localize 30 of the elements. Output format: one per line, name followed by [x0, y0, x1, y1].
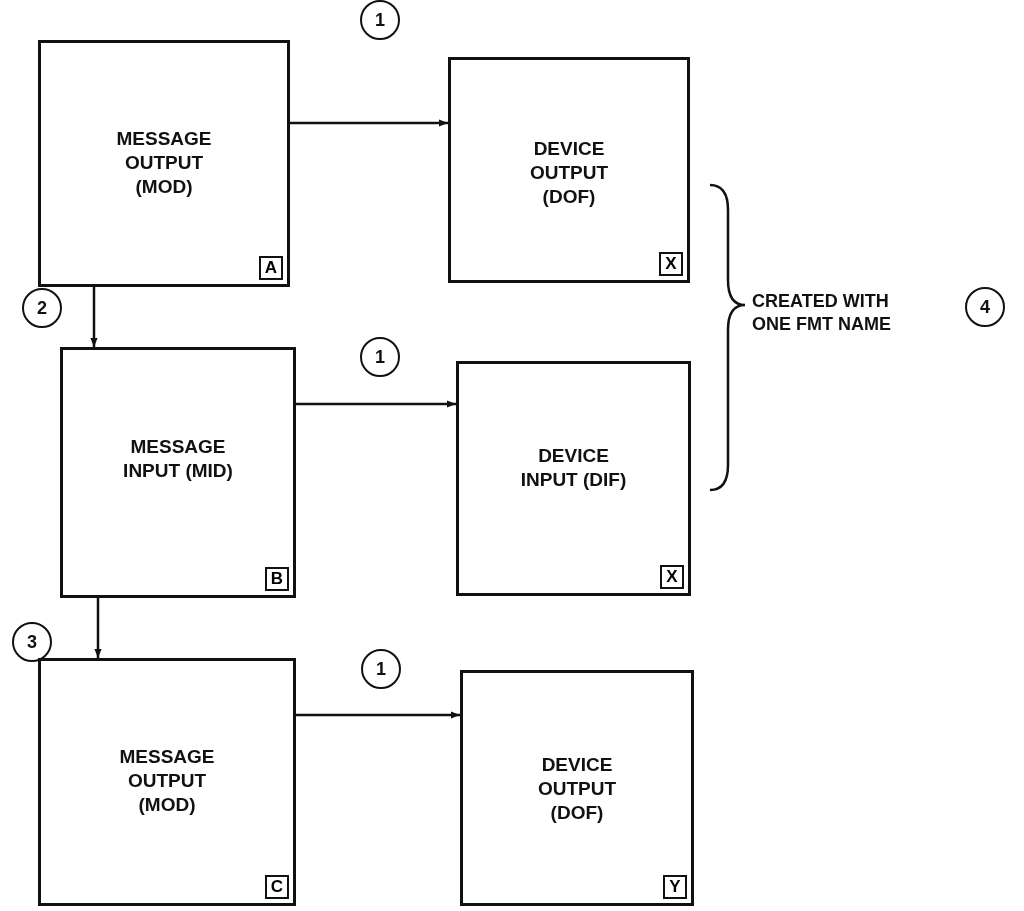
- box-label: MESSAGE OUTPUT (MOD): [118, 745, 216, 817]
- process-box: [60, 347, 296, 598]
- callout-number: 1: [360, 337, 400, 377]
- box-label: DEVICE OUTPUT (DOF): [536, 753, 618, 825]
- corner-tag: A: [259, 256, 283, 280]
- callout-number: 1: [360, 0, 400, 40]
- callout-number: 2: [22, 288, 62, 328]
- callout-number: 4: [965, 287, 1005, 327]
- callout-number: 3: [12, 622, 52, 662]
- process-box: [460, 670, 694, 906]
- corner-tag: X: [659, 252, 683, 276]
- note-text: CREATED WITH ONE FMT NAME: [752, 290, 892, 335]
- process-box: [448, 57, 690, 283]
- corner-tag: B: [265, 567, 289, 591]
- corner-tag: C: [265, 875, 289, 899]
- arrow: [296, 400, 456, 408]
- box-label: MESSAGE OUTPUT (MOD): [115, 127, 213, 199]
- box-label: DEVICE OUTPUT (DOF): [528, 137, 610, 209]
- arrow: [90, 287, 98, 347]
- corner-tag: X: [660, 565, 684, 589]
- arrow: [290, 119, 448, 127]
- process-box: [38, 658, 296, 906]
- box-label: MESSAGE INPUT (MID): [122, 435, 234, 483]
- callout-number: 1: [361, 649, 401, 689]
- box-label: DEVICE INPUT (DIF): [519, 444, 628, 492]
- process-box: [38, 40, 290, 287]
- arrow: [94, 598, 102, 658]
- corner-tag: Y: [663, 875, 687, 899]
- process-box: [456, 361, 691, 596]
- arrow: [296, 711, 460, 719]
